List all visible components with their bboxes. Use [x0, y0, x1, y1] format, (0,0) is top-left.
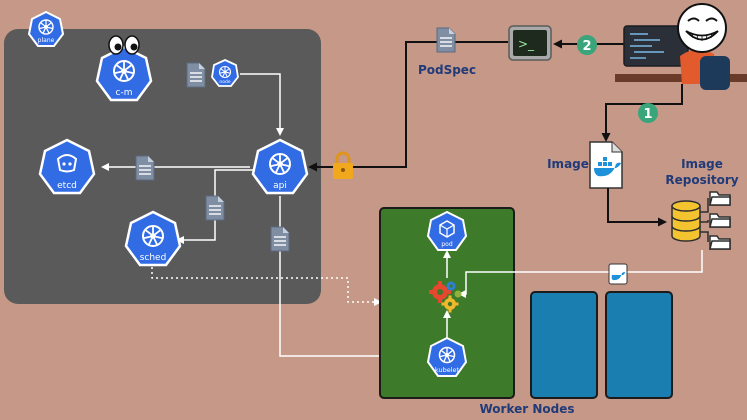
document-icon [270, 226, 290, 252]
troll-face-icon [677, 3, 727, 53]
etcd-label: etcd [57, 181, 77, 191]
worker-nodes-label: Worker Nodes [479, 402, 574, 416]
step-badge-1: 1 [638, 103, 658, 123]
pod-label: pod [441, 241, 452, 248]
image-repository-label-line2: Repository [665, 173, 738, 187]
small-node-label: node [219, 79, 230, 85]
step-2-label: 2 [582, 39, 591, 54]
connector-repository-to-gears [458, 250, 703, 298]
scheduler-node: sched [124, 210, 182, 267]
worker-node-idle-1 [530, 291, 598, 399]
terminal-prompt: >_ [518, 37, 535, 51]
pod-cube-icon [439, 220, 455, 238]
control-plane-badge: plane [27, 10, 65, 47]
connector-cm-to-api [240, 73, 284, 136]
scheduler-label: sched [140, 253, 167, 263]
image-label: Image [547, 157, 589, 171]
api-server-node: api [251, 138, 309, 195]
step-badge-2: 2 [577, 35, 597, 55]
kubelet-node: kubelet [426, 336, 468, 377]
document-icon [186, 62, 206, 88]
eyes-icon [108, 35, 140, 55]
podspec-label: PodSpec [418, 63, 476, 77]
etcd-icon [56, 154, 78, 173]
lock-icon [333, 151, 353, 179]
developer-icon [615, 25, 747, 90]
etcd-node: etcd [38, 138, 96, 195]
small-node-badge: node [211, 59, 239, 87]
docker-whale-icon [594, 157, 621, 177]
gears-icon [429, 281, 462, 313]
connector-sched-to-worker [151, 262, 382, 306]
repository-connectors [700, 198, 709, 242]
image-document [589, 141, 623, 189]
connector-terminal-to-api [308, 41, 508, 172]
step-1-label: 1 [643, 107, 652, 122]
controller-manager-label: c-m [116, 88, 133, 98]
connector-image-to-repository [607, 188, 667, 227]
image-repository-label-line1: Image [681, 157, 723, 171]
document-icon [205, 195, 225, 221]
docker-whale-icon [608, 263, 628, 285]
control-plane-badge-label: plane [38, 37, 55, 44]
document-icon [135, 155, 155, 181]
api-server-label: api [273, 181, 287, 191]
kubelet-label: kubelet [435, 366, 460, 374]
document-icon [436, 27, 456, 53]
terminal-icon: >_ [508, 25, 552, 61]
pod-node: pod [426, 210, 468, 251]
worker-node-idle-2 [605, 291, 673, 399]
database-icon [671, 200, 701, 242]
controller-manager-node: c-m [95, 45, 153, 102]
